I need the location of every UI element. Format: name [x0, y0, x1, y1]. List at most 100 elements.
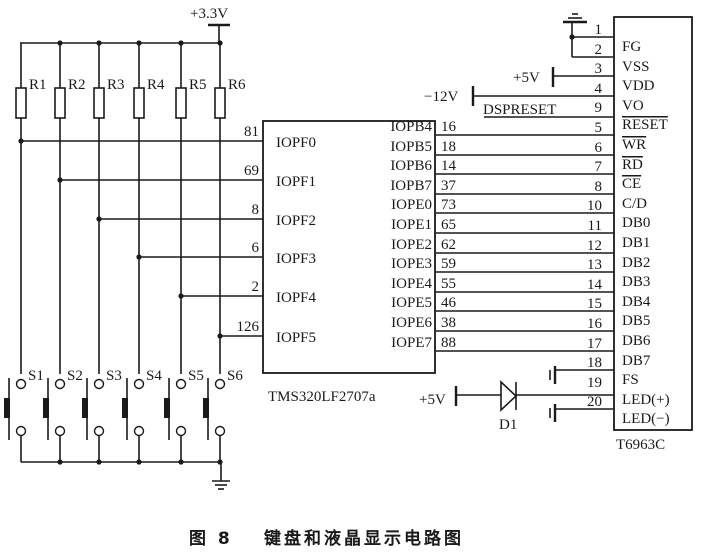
vdd-5v-label: +5V — [513, 70, 540, 86]
pin-number: 59 — [441, 256, 456, 272]
pin-label: IOPE4 — [391, 276, 432, 292]
pin-number: 11 — [588, 218, 602, 234]
pin-number: 2 — [595, 42, 603, 58]
pin-number: 62 — [441, 237, 456, 253]
pin-label: DB4 — [622, 294, 651, 310]
junction-dot — [18, 138, 24, 144]
switch-terminal — [214, 425, 226, 437]
pin-label: DB5 — [622, 313, 650, 329]
figure-caption: 图 8 键盘和液晶显示电路图 — [189, 528, 464, 549]
dsp-pin-iope0: IOPE0 73 — [391, 197, 614, 214]
pin-number: 8 — [252, 202, 260, 218]
resistor-r4: R4 — [133, 40, 165, 374]
pin-number: 18 — [587, 355, 602, 371]
figure-title: 键盘和液晶显示电路图 — [264, 528, 464, 549]
pin-label: IOPE0 — [391, 197, 432, 213]
junction-dot — [96, 216, 102, 222]
resistor-label: R2 — [68, 77, 86, 93]
keypad-row-lines — [18, 138, 263, 339]
resistor-label: R5 — [189, 77, 207, 93]
switch-label: S6 — [227, 368, 243, 384]
switch-terminal — [93, 425, 105, 437]
switch-s5: S5 — [164, 368, 204, 465]
pin-number: 12 — [587, 238, 602, 254]
lcd-module-name: T6963C — [616, 437, 665, 453]
lcd-pin-vo: 4VO — [473, 81, 644, 114]
pin-number: 16 — [587, 316, 603, 332]
switch-label: S3 — [106, 368, 122, 384]
pin-number: 18 — [441, 139, 456, 155]
pin-number: 9 — [595, 100, 603, 116]
switch-label: S5 — [188, 368, 204, 384]
junction-dot — [57, 177, 63, 183]
pin-number: 81 — [244, 124, 259, 140]
switch-label: S2 — [67, 368, 83, 384]
switch-terminal — [54, 425, 66, 437]
pin-label: DB1 — [622, 235, 650, 251]
pin-label: IOPF2 — [276, 213, 316, 229]
resistor-icon — [214, 87, 226, 119]
resistor-r2: R2 — [54, 40, 86, 374]
pin-number: 4 — [595, 81, 603, 97]
resistor-label: R1 — [29, 77, 47, 93]
pin-number: 8 — [595, 179, 603, 195]
pin-label: WR — [622, 137, 646, 153]
resistor-icon — [54, 87, 66, 119]
lcd-top-ground — [563, 13, 614, 58]
pin-number: 15 — [587, 296, 602, 312]
pin-label: LED(−) — [622, 411, 670, 427]
junction-dot — [217, 333, 223, 339]
pin-label: IOPE3 — [391, 256, 432, 272]
switch-s2: S2 — [43, 368, 83, 465]
pin-label: FG — [622, 39, 641, 55]
junction-dot — [178, 293, 184, 299]
pin-label: IOPE1 — [391, 217, 432, 233]
resistor-icon — [133, 87, 145, 119]
pin-label: IOPE2 — [391, 237, 432, 253]
switch-label: S1 — [28, 368, 44, 384]
pin-label: IOPF5 — [276, 330, 316, 346]
pin-number: 17 — [587, 336, 603, 352]
lcd-pin-cd: 8C/D — [595, 179, 648, 212]
pin-label: FS — [622, 372, 639, 388]
switch-button-icon — [164, 398, 170, 418]
switch-terminal — [15, 425, 27, 437]
lcd-module-body — [613, 16, 693, 431]
pin-number: 13 — [587, 257, 602, 273]
pin-label: IOPF1 — [276, 174, 316, 190]
dsp-pin-iope3: IOPE3 59 — [391, 256, 614, 273]
pin-label: RESET — [622, 117, 668, 133]
pin-number: 5 — [595, 120, 603, 136]
pin-number: 73 — [441, 197, 456, 213]
led-minus-ground — [549, 404, 557, 422]
vdd-supply: +5V — [513, 67, 555, 87]
pin-number: 38 — [441, 315, 456, 331]
switch-button-icon — [203, 398, 209, 418]
pin-number: 7 — [595, 159, 603, 175]
lcd-pin-rd: 6RD — [595, 140, 644, 173]
junction-dot — [136, 254, 142, 260]
pin-number: 88 — [441, 335, 456, 351]
backlight-supply: +5V D1 — [419, 380, 614, 433]
dsp-chip-name: TMS320LF2707a — [268, 389, 376, 405]
switch-label: S4 — [146, 368, 162, 384]
switch-s6: S6 — [203, 368, 243, 465]
lcd-pin-ce: 7CE — [595, 159, 642, 192]
